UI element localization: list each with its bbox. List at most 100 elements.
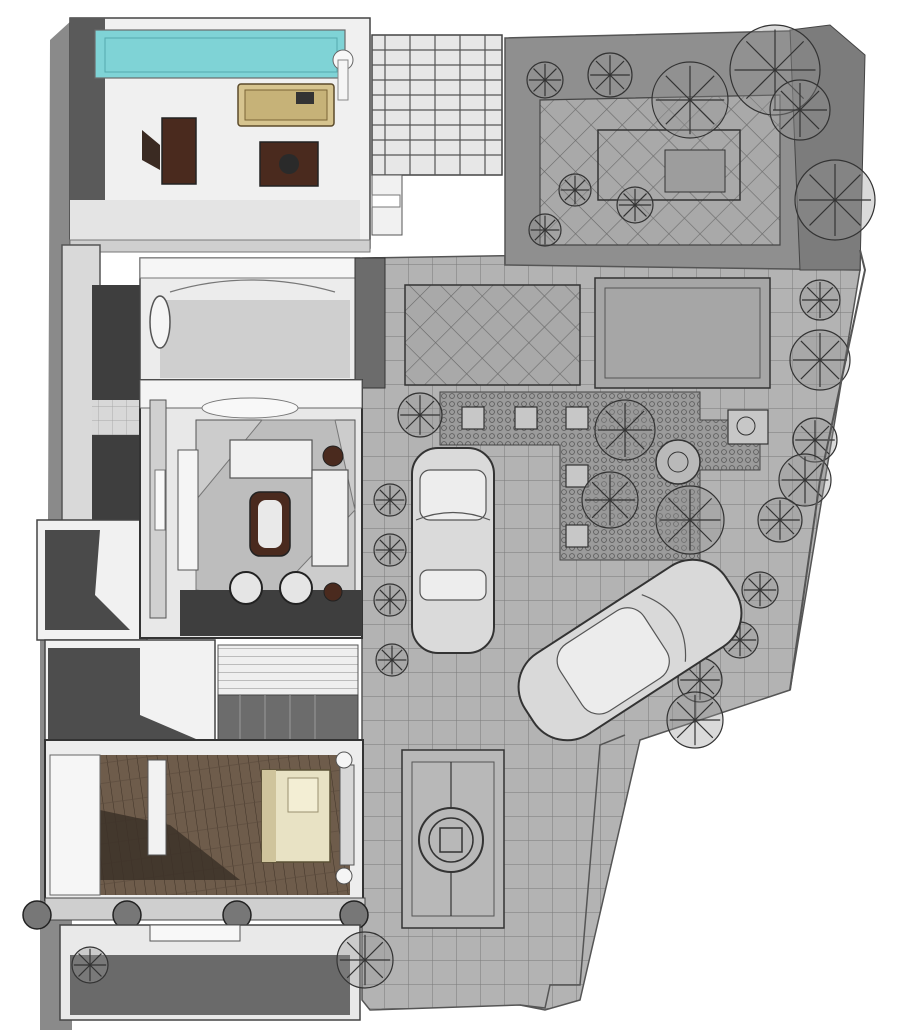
tree-branch <box>745 40 776 71</box>
tree-branch <box>544 79 557 92</box>
tree-branch <box>379 549 391 561</box>
tree-branch <box>728 639 741 652</box>
tree-branch <box>609 74 625 90</box>
tree-branch <box>346 959 366 979</box>
tree-branch <box>419 414 435 430</box>
tree-branch <box>624 410 645 431</box>
tree-branch <box>389 489 401 501</box>
tree-branch <box>800 425 816 441</box>
tree-branch <box>689 519 713 543</box>
tree-branch <box>780 109 801 130</box>
tree-branch <box>765 505 781 521</box>
tree-branch <box>381 659 393 671</box>
tree-branch <box>745 69 776 100</box>
tree-branch <box>634 193 647 206</box>
sofa-icon <box>237 83 335 127</box>
coffee-table <box>249 491 291 557</box>
tree-branch <box>739 639 752 652</box>
tree-branch <box>819 286 834 301</box>
tree-branch <box>834 174 861 201</box>
tree-branch <box>346 941 366 961</box>
staircase-icon <box>44 639 359 751</box>
pool-icon <box>94 29 346 79</box>
tree-branch <box>774 40 805 71</box>
tree-branch <box>739 628 752 641</box>
tree-branch <box>800 340 821 361</box>
tree-branch <box>609 499 629 519</box>
tree-branch <box>544 229 556 241</box>
tree-branch <box>78 953 91 966</box>
tree-branch <box>665 99 691 125</box>
tree-branch <box>564 179 576 191</box>
tree-branch <box>534 229 546 241</box>
tree-branch <box>364 941 384 961</box>
tree-branch <box>788 479 806 497</box>
tree-branch <box>699 679 715 695</box>
sofa-icon <box>177 439 349 571</box>
tree-branch <box>800 439 816 455</box>
tree-branch <box>78 964 91 977</box>
tree-branch <box>676 701 696 721</box>
tree-branch <box>405 400 421 416</box>
tree-branch <box>799 90 820 111</box>
tree-branch <box>623 193 636 206</box>
tree-branch <box>667 497 691 521</box>
tree-branch <box>89 953 102 966</box>
tree-branch <box>391 659 403 671</box>
tree-branch <box>819 299 834 314</box>
bay-room <box>139 257 386 389</box>
tree-branch <box>759 589 772 602</box>
tree-branch <box>389 539 401 551</box>
tree-branch <box>533 79 546 92</box>
tree-branch <box>765 519 781 535</box>
tree-branch <box>759 578 772 591</box>
tree-branch <box>609 60 625 76</box>
fountain <box>655 439 701 485</box>
tree-branch <box>389 589 401 601</box>
tree-branch <box>595 60 611 76</box>
tree-branch <box>574 179 586 191</box>
tree-branch <box>799 109 820 130</box>
car-icon <box>517 558 743 742</box>
tree-branch <box>623 204 636 217</box>
tree-branch <box>389 599 401 611</box>
tree-branch <box>379 599 391 611</box>
tree-branch <box>689 497 713 521</box>
tree-branch <box>544 219 556 231</box>
tree-branch <box>389 499 401 511</box>
tree-branch <box>381 649 393 661</box>
tree-icon <box>71 24 876 989</box>
tree-branch <box>804 463 822 481</box>
tree-branch <box>699 665 715 681</box>
tree-branch <box>595 74 611 90</box>
tree-branch <box>574 189 586 201</box>
pergola-icon <box>371 34 503 236</box>
tree-branch <box>389 549 401 561</box>
tree-branch <box>819 359 840 380</box>
tree-branch <box>779 519 795 535</box>
tree-branch <box>779 505 795 521</box>
tree-branch <box>780 90 801 111</box>
tree-branch <box>694 719 714 739</box>
upper-lounge <box>69 17 371 253</box>
tree-branch <box>685 679 701 695</box>
stepping-stones <box>461 406 769 548</box>
tree-branch <box>564 189 576 201</box>
tree-branch <box>391 649 403 661</box>
cabinet <box>161 117 197 185</box>
tree-branch <box>665 75 691 101</box>
tree-branch <box>419 400 435 416</box>
tree-branch <box>689 99 715 125</box>
tree-branch <box>748 578 761 591</box>
tree-branch <box>676 719 696 739</box>
tree-branch <box>379 499 391 511</box>
garden-pond-outline <box>597 129 741 201</box>
front-balcony <box>22 897 369 1021</box>
tree-branch <box>533 68 546 81</box>
tree-branch <box>591 499 611 519</box>
west-wall <box>36 244 148 641</box>
tree-branch <box>624 429 645 450</box>
tree-branch <box>806 286 821 301</box>
tree-branch <box>809 174 836 201</box>
